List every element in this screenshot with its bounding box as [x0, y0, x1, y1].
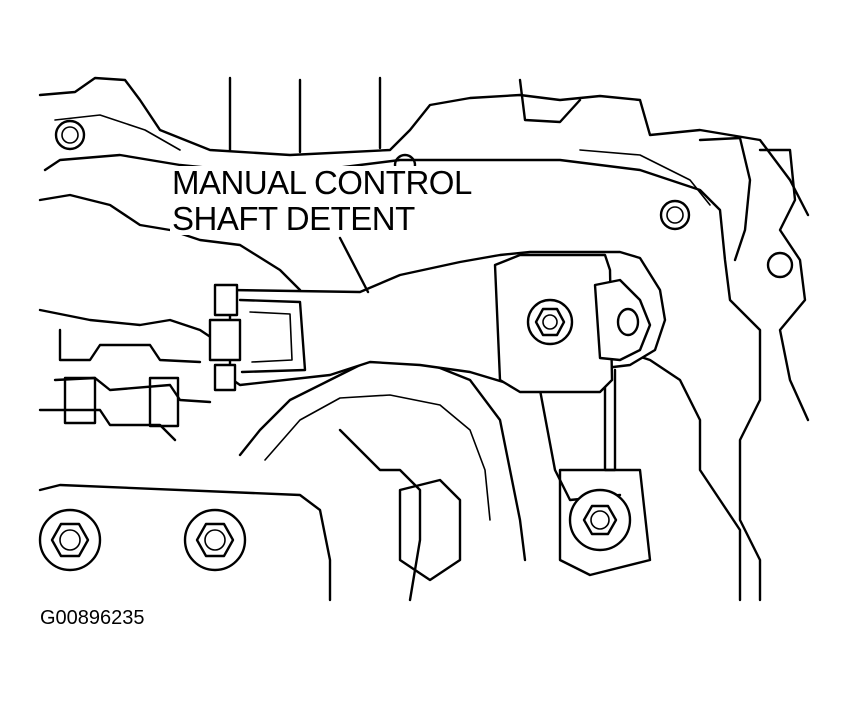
detent-arm-slot: [238, 298, 307, 374]
right-bracket: [698, 136, 752, 262]
detent-arm-slot-inner: [249, 311, 293, 363]
manual-shaft-nut: [526, 298, 574, 346]
casting-outline-upper-ridge: [228, 76, 582, 154]
bolt-hole-far-right: [766, 251, 794, 279]
callout-leader-line: [338, 236, 370, 294]
lower-passage-inner: [264, 394, 491, 521]
bolt-hole-top-left: [54, 119, 86, 151]
left-spool-block-2: [148, 376, 180, 428]
right-lower-housing: [618, 348, 742, 602]
right-housing: [758, 148, 810, 422]
casting-outline-top: [38, 76, 810, 217]
detent-pin: [208, 283, 242, 392]
valve-body-plate: [43, 153, 762, 602]
manual-shaft-tab: [593, 278, 652, 362]
lower-bolt-right: [568, 488, 632, 552]
lower-bolt-center: [183, 508, 247, 572]
lower-bolt-bosses: [398, 468, 652, 582]
figure-id: G00896235: [40, 607, 145, 629]
manual-shaft-tab-hole: [616, 307, 640, 337]
left-valve-bore-lower: [38, 308, 217, 342]
lower-passage: [238, 358, 527, 562]
callout-label-line1: MANUAL CONTROL: [170, 164, 474, 201]
lower-rail: [38, 483, 332, 602]
lower-bolt-left: [38, 508, 102, 572]
left-spool-block: [63, 376, 97, 425]
bolt-hole-right: [659, 199, 691, 231]
bolt-hole-right-inner: [666, 206, 684, 224]
bolt-hole-top-left-inner: [61, 126, 79, 144]
callout-label-line2: SHAFT DETENT: [170, 200, 417, 237]
plate-inner-edge: [54, 114, 711, 206]
detent-spring-rod: [603, 368, 617, 472]
